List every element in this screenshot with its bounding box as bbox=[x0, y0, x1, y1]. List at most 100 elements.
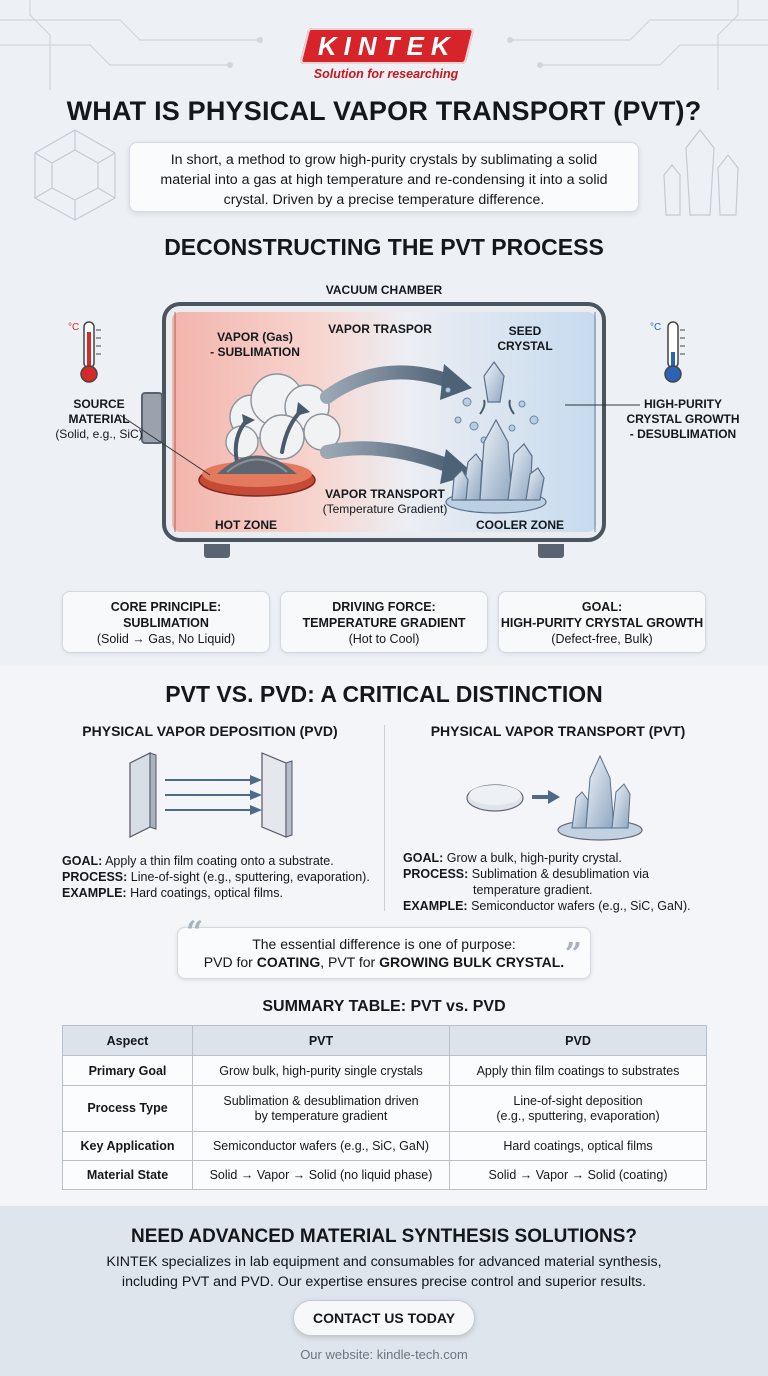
row-aspect: Key Application bbox=[62, 1131, 193, 1161]
column-divider bbox=[384, 725, 385, 911]
quote-line1: The essential difference is one of purpo… bbox=[252, 936, 516, 952]
quote-part-c: , PVT for bbox=[320, 954, 380, 970]
pvt-column-title: PHYSICAL VAPOR TRANSPORT (PVT) bbox=[430, 723, 686, 739]
contact-us-button[interactable]: CONTACT US TODAY bbox=[293, 1300, 475, 1336]
cold-thermometer-icon bbox=[664, 321, 685, 383]
hot-thermometer-icon bbox=[80, 321, 101, 383]
chamber-inner-wall-right bbox=[594, 312, 596, 532]
cta-description: KINTEK specializes in lab equipment and … bbox=[0, 1252, 768, 1292]
card-goal: GOAL: HIGH-PURITY CRYSTAL GROWTH (Defect… bbox=[498, 591, 706, 653]
pvd-example-label: EXAMPLE: bbox=[62, 886, 127, 900]
hot-thermo-unit: °C bbox=[68, 322, 80, 333]
leader-lines bbox=[119, 404, 640, 476]
quote-coating: COATING bbox=[256, 954, 321, 970]
logo-tagline: Solution for researching bbox=[313, 67, 459, 81]
source-material-label: SOURCE MATERIAL (Solid, e.g., SiC) bbox=[34, 397, 164, 442]
source-line1: SOURCE bbox=[73, 397, 125, 411]
cooler-zone-label: COOLER ZONE bbox=[475, 518, 564, 532]
chamber-inner-wall-left bbox=[174, 312, 176, 532]
pvt-process-line2: temperature gradient. bbox=[473, 883, 593, 897]
pvt-process-label: PROCESS: bbox=[403, 867, 469, 881]
card-note: (Solid → Gas, No Liquid) bbox=[96, 632, 236, 646]
logo-badge: KINTEK bbox=[299, 28, 475, 64]
seed-label-line1: SEED bbox=[508, 324, 542, 338]
source-material-dish-icon bbox=[198, 455, 316, 497]
row-pvt: Solid → Vapor → Solid (no liquid phase) bbox=[192, 1160, 450, 1190]
pvt-example: Semiconductor wafers (e.g., SiC, GaN). bbox=[471, 899, 691, 913]
header-aspect: Aspect bbox=[62, 1025, 193, 1056]
card-heading: DRIVING FORCE: bbox=[332, 600, 436, 614]
row-pvt: Semiconductor wafers (e.g., SiC, GaN) bbox=[192, 1131, 450, 1161]
pvt-process-illustration bbox=[198, 360, 547, 514]
quote-part-a: PVD for bbox=[203, 954, 257, 970]
pvd-example: Hard coatings, optical films. bbox=[130, 886, 283, 900]
row-aspect: Material State bbox=[62, 1160, 193, 1190]
card-note: (Hot to Cool) bbox=[348, 632, 420, 646]
source-line2: MATERIAL bbox=[68, 412, 130, 426]
growth-line2: CRYSTAL GROWTH bbox=[626, 412, 740, 426]
pvd-goal-label: GOAL: bbox=[62, 854, 103, 868]
summary-table-title: SUMMARY TABLE: PVT vs. PVD bbox=[262, 998, 506, 1015]
molecule-icon bbox=[34, 129, 116, 221]
card-driving-force: DRIVING FORCE: TEMPERATURE GRADIENT (Hot… bbox=[280, 591, 488, 653]
pvd-goal: Apply a thin film coating onto a substra… bbox=[105, 854, 334, 868]
quote-line2: PVD for COATING, PVT for GROWING BULK CR… bbox=[178, 953, 590, 971]
header-pvd: PVD bbox=[449, 1025, 707, 1056]
table-header-row: Aspect PVT PVD bbox=[62, 1025, 707, 1056]
pvd-process: Line-of-sight (e.g., sputtering, evapora… bbox=[130, 870, 370, 884]
row-pvt-line2: by temperature gradient bbox=[254, 1108, 388, 1123]
cta-title: NEED ADVANCED MATERIAL SYNTHESIS SOLUTIO… bbox=[131, 1226, 637, 1247]
card-value: HIGH-PURITY CRYSTAL GROWTH bbox=[500, 616, 704, 630]
source-line3: (Solid, e.g., SiC) bbox=[55, 427, 143, 441]
transport-bottom-line2: (Temperature Gradient) bbox=[322, 502, 448, 516]
card-value: SUBLIMATION bbox=[123, 616, 209, 630]
cta-line2: including PVT and PVD. Our expertise ens… bbox=[121, 1274, 647, 1290]
row-aspect: Primary Goal bbox=[62, 1055, 193, 1086]
chamber-port bbox=[141, 392, 163, 444]
row-pvd-line2: (e.g., sputtering, evaporation) bbox=[496, 1108, 660, 1123]
logo-brand: KINTEK bbox=[317, 30, 457, 61]
pvd-deposition-icon bbox=[129, 752, 293, 838]
vapor-transport-arrow-top bbox=[320, 365, 459, 404]
card-heading: CORE PRINCIPLE: bbox=[110, 600, 222, 614]
seed-crystal-icon bbox=[483, 360, 505, 403]
page-title: WHAT IS PHYSICAL VAPOR TRANSPORT (PVT)? bbox=[66, 96, 702, 126]
vacuum-chamber-label: VACUUM CHAMBER bbox=[325, 283, 443, 297]
crystal-outline-icon bbox=[663, 129, 739, 216]
quote-growing: GROWING BULK CRYSTAL. bbox=[379, 954, 565, 970]
vapor-transport-bottom-label: VAPOR TRANSPORT (Temperature Gradient) bbox=[300, 487, 470, 517]
table-row: Key Application Semiconductor wafers (e.… bbox=[62, 1131, 707, 1161]
row-pvt-line1: Sublimation & desublimation driven bbox=[223, 1093, 419, 1108]
vapor-transport-top-label: VAPOR TRASPOR bbox=[328, 322, 432, 336]
kintek-logo[interactable]: KINTEK Solution for researching bbox=[299, 28, 475, 81]
card-note: (Defect-free, Bulk) bbox=[551, 632, 653, 646]
pvt-growth-icon bbox=[466, 754, 643, 841]
pvt-example-label: EXAMPLE: bbox=[403, 899, 468, 913]
website-link[interactable]: Our website: kindle-tech.com bbox=[300, 1347, 468, 1362]
row-pvd: Solid → Vapor → Solid (coating) bbox=[449, 1160, 707, 1190]
hot-zone-label: HOT ZONE bbox=[215, 518, 277, 532]
crystal-growth-label: HIGH-PURITY CRYSTAL GROWTH - DESUBLIMATI… bbox=[618, 397, 748, 442]
key-difference-quote: “ The essential difference is one of pur… bbox=[177, 918, 591, 979]
cold-thermo-unit: °C bbox=[650, 322, 662, 333]
row-pvd: Apply thin film coatings to substrates bbox=[449, 1055, 707, 1086]
vapor-particles-icon bbox=[445, 387, 539, 444]
process-section-title: DECONSTRUCTING THE PVT PROCESS bbox=[164, 234, 604, 260]
seed-label-line2: CRYSTAL bbox=[497, 339, 553, 353]
row-aspect: Process Type bbox=[62, 1085, 193, 1132]
circuit-decoration bbox=[0, 0, 768, 90]
close-quote-icon: ” bbox=[564, 937, 582, 972]
header-pvt: PVT bbox=[192, 1025, 450, 1056]
crystal-cluster-icon bbox=[445, 418, 547, 514]
pvt-goal-label: GOAL: bbox=[403, 851, 444, 865]
table-row: Material State Solid → Vapor → Solid (no… bbox=[62, 1160, 707, 1190]
comparison-section-title: PVT VS. PVD: A CRITICAL DISTINCTION bbox=[165, 681, 603, 707]
growth-line3: - DESUBLIMATION bbox=[629, 427, 737, 441]
pvd-process-label: PROCESS: bbox=[62, 870, 128, 884]
table-row: Process Type Sublimation & desublimation… bbox=[62, 1085, 707, 1132]
card-value: TEMPERATURE GRADIENT bbox=[302, 616, 466, 630]
summary-table: Aspect PVT PVD Primary Goal Grow bulk, h… bbox=[62, 1025, 707, 1190]
vapor-label-line2: - SUBLIMATION bbox=[210, 345, 300, 359]
pvd-column-title: PHYSICAL VAPOR DEPOSITION (PVD) bbox=[82, 723, 338, 739]
